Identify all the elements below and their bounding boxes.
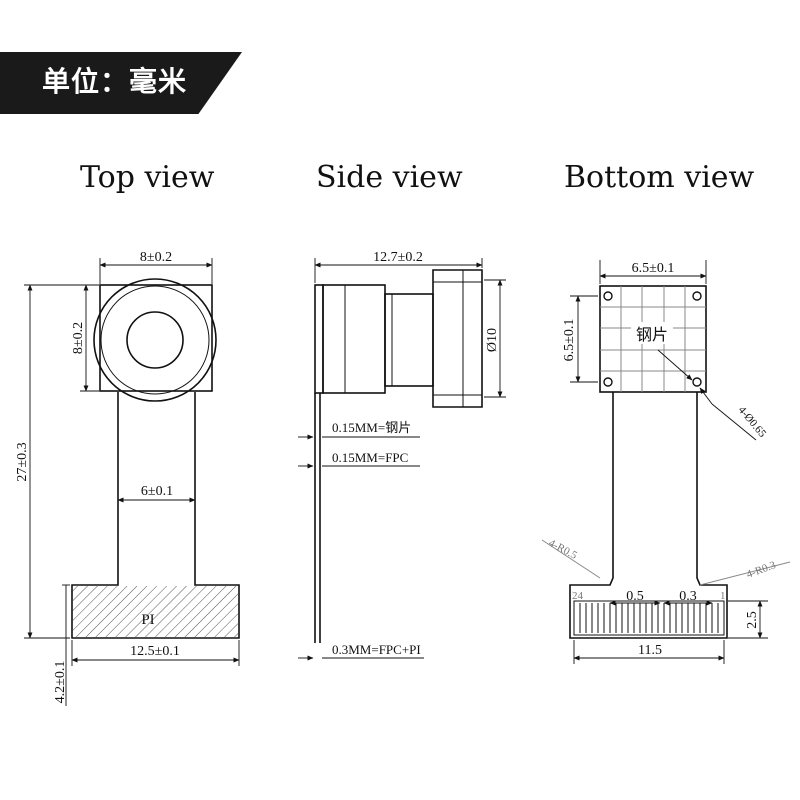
fpc-width-dim: 6±0.1 — [141, 484, 173, 499]
mount-hole — [603, 377, 613, 387]
steel-plate-side — [314, 284, 324, 394]
side-length-dim: 12.7±0.2 — [373, 250, 423, 265]
lens-outer-ring — [93, 278, 217, 402]
steel-label: 钢片 — [636, 325, 668, 344]
total-thickness-note: 0.3MM=FPC+PI — [332, 642, 421, 657]
pi-label: PI — [141, 612, 154, 628]
connector-height-dim: 2.5 — [745, 611, 760, 629]
connector-width-dim: 11.5 — [638, 643, 662, 658]
mount-hole — [603, 291, 613, 301]
fpc-outline — [71, 392, 240, 639]
top-view: PI 8±0.2 8±0.2 27±0.3 6±0.1 12.5±0.1 4.2… — [15, 250, 240, 706]
steel-plate-bottom — [599, 285, 707, 393]
steel-thickness-note: 0.15MM=钢片 — [332, 420, 411, 435]
gold-fingers — [579, 603, 719, 633]
lens-inner-ring — [100, 285, 210, 395]
pin-label-last: 1 — [720, 590, 726, 602]
pin-width-dim: 0.3 — [679, 589, 697, 604]
holes-note: 4-Ø0.65 — [736, 404, 769, 440]
lens-housing — [99, 284, 213, 392]
unit-banner — [0, 52, 242, 114]
mount-hole — [692, 377, 702, 387]
lens-cap-side — [432, 269, 483, 408]
pitch-dim: 0.5 — [626, 589, 644, 604]
pi-stiffener-hatch — [73, 586, 238, 637]
side-view: 12.7±0.2 Ø10 0.15MM=钢片 0.15MM=FPC 0.3MM=… — [298, 250, 506, 661]
fpc-outline-bottom — [569, 392, 728, 639]
connector-area — [573, 600, 725, 636]
lens-glass — [126, 311, 184, 369]
diameter-dim: Ø10 — [485, 328, 500, 352]
sensor-base-side — [322, 284, 386, 394]
top-width-dim: 8±0.2 — [140, 250, 172, 265]
mount-hole — [692, 291, 702, 301]
radius-left-note: 4-R0.5 — [547, 537, 580, 562]
fpc-thickness-note: 0.15MM=FPC — [332, 450, 408, 465]
pin-label-first: 24 — [572, 590, 584, 602]
pi-height-dim: 4.2±0.1 — [53, 661, 68, 704]
total-length-dim: 27±0.3 — [15, 442, 30, 481]
top-height-dim: 8±0.2 — [71, 322, 86, 354]
side-view-title: Side view — [316, 160, 463, 195]
bottom-height-dim: 6.5±0.1 — [562, 319, 577, 362]
radius-right-note: 4-R0.3 — [745, 559, 778, 581]
bottom-width-dim: 6.5±0.1 — [632, 261, 675, 276]
top-view-title: Top view — [80, 160, 215, 195]
bottom-view: 钢片 4-Ø0.65 24 1 6.5±0.1 — [541, 260, 791, 664]
unit-label: 单位：毫米 — [42, 65, 188, 98]
pi-width-dim: 12.5±0.1 — [130, 644, 180, 659]
bottom-view-title: Bottom view — [564, 160, 755, 195]
